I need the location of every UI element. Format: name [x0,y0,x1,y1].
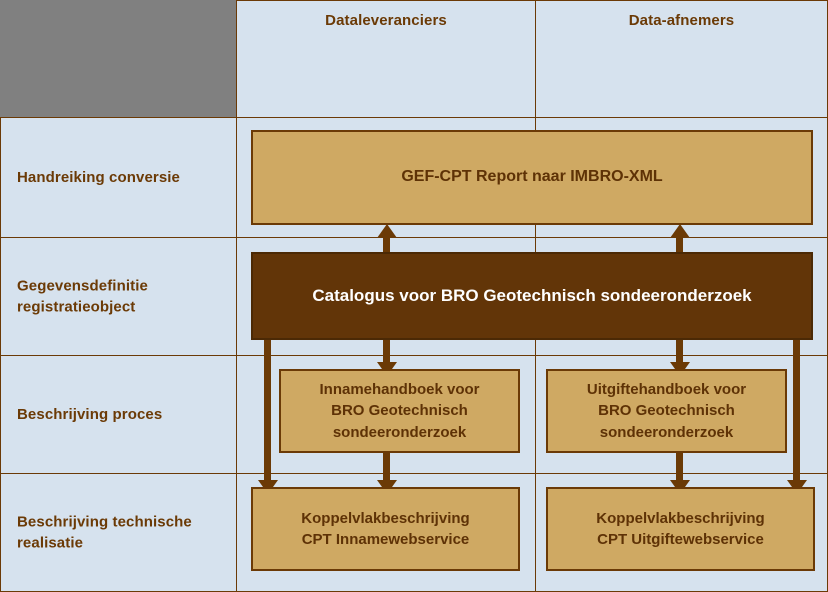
row-label-text: Handreiking conversie [17,168,180,186]
column-header-label: Dataleveranciers [325,12,447,29]
connector-catalogus-to-koppelvlak-inname [264,334,271,484]
column-header-data-afnemers: Data-afnemers [535,0,828,118]
connector-catalogus-to-gef-left [383,236,390,262]
node-catalogus[interactable]: Catalogus voor BRO Geotechnisch sondeero… [251,252,813,340]
connector-uitgiftehandboek-to-koppelvlak-uitgifte [676,452,683,484]
node-label: Koppelvlakbeschrijving CPT Uitgiftewebse… [596,509,765,548]
column-header-dataleveranciers: Dataleveranciers [236,0,536,118]
connector-catalogus-to-koppelvlak-uitgifte [793,334,800,484]
column-header-label: Data-afnemers [628,12,735,29]
node-koppelvlak-innamewebservice[interactable]: Koppelvlakbeschrijving CPT Innamewebserv… [251,487,520,571]
node-koppelvlak-uitgiftewebservice[interactable]: Koppelvlakbeschrijving CPT Uitgiftewebse… [546,487,815,571]
node-label: Koppelvlakbeschrijving CPT Innamewebserv… [301,509,470,548]
row-label-text: Beschrijving proces [17,405,163,423]
node-label: Catalogus voor BRO Geotechnisch sondeero… [312,285,752,305]
connector-catalogus-to-innamehandboek [383,334,390,366]
connector-catalogus-to-uitgiftehandboek [676,334,683,366]
row-label-cell-realisatie: Beschrijving technische realisatie [0,473,237,592]
node-label: GEF-CPT Report naar IMBRO-XML [401,168,663,186]
arrowhead-catalogus-to-gef-left [377,224,397,238]
connector-catalogus-to-gef-right [676,236,683,262]
row-label-cell-proces: Beschrijving proces [0,355,237,474]
node-innamehandboek[interactable]: Innamehandboek voor BRO Geotechnisch son… [279,369,520,453]
node-label: Innamehandboek voor BRO Geotechnisch son… [319,381,480,441]
node-gef-cpt-report[interactable]: GEF-CPT Report naar IMBRO-XML [251,130,813,225]
row-label-text: Gegevensdefinitie registratieobject [17,276,148,316]
row-label-text: Beschrijving technische realisatie [17,512,192,552]
row-label-cell-handreiking: Handreiking conversie [0,117,237,238]
row-label-cell-gegevensdefinitie: Gegevensdefinitie registratieobject [0,237,237,356]
node-uitgiftehandboek[interactable]: Uitgiftehandboek voor BRO Geotechnisch s… [546,369,787,453]
connector-innamehandboek-to-koppelvlak-inname [383,452,390,484]
arrowhead-catalogus-to-gef-right [670,224,690,238]
node-label: Uitgiftehandboek voor BRO Geotechnisch s… [586,381,747,441]
grid-corner-cell [0,0,237,118]
